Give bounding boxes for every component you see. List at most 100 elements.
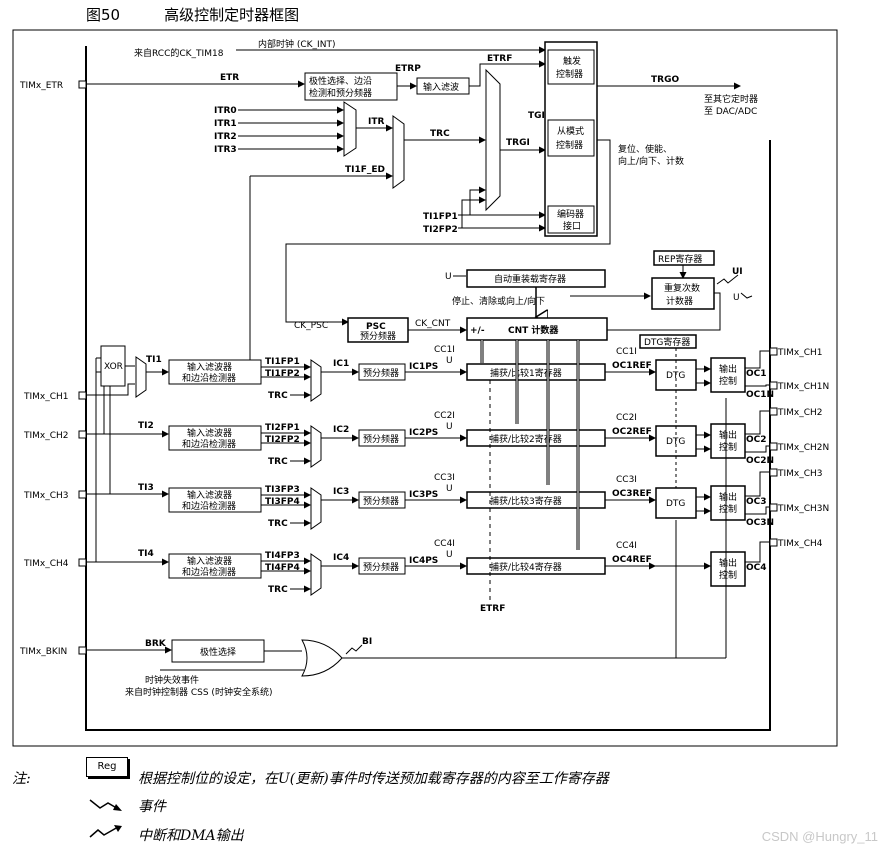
brk-label: BRK xyxy=(145,639,167,649)
stop-clear-label: 停止、清除或向上/向下 xyxy=(452,295,545,307)
icps-label-2: IC2PS xyxy=(409,428,438,438)
out-ch2-pin[interactable] xyxy=(769,407,778,416)
ti4-label: TI4 xyxy=(138,549,154,559)
trc-3: TRC xyxy=(268,519,288,529)
ic-mux-1 xyxy=(310,359,322,402)
xor-gate xyxy=(100,345,126,387)
etrf-label: ETRF xyxy=(487,54,512,64)
to-timers-l1: 至其它定时器 xyxy=(704,93,758,105)
ch1-pin-label: TIMx_CH1 xyxy=(23,392,69,402)
out-ch2n-pin[interactable] xyxy=(769,442,778,451)
ccxi-in-2: CC2I xyxy=(434,411,455,421)
bkin-pin-label: TIMx_BKIN xyxy=(19,647,67,657)
input-filter-edge-1 xyxy=(168,359,262,385)
ch3-pin-label: TIMx_CH3 xyxy=(23,491,69,501)
trc-2: TRC xyxy=(268,457,288,467)
ccxi-out-1: CC1I xyxy=(616,347,637,357)
prescaler-label-1: 预分频器 xyxy=(363,367,399,379)
tgi-label: TGI xyxy=(528,111,545,121)
itr3: ITR3 xyxy=(214,145,237,155)
dtg-register-label: DTG寄存器 xyxy=(644,336,690,348)
timer-block-diagram: TIMx_ETR ETR 来自RCC的CK_TIM18 内部时钟 (CK_INT… xyxy=(12,29,838,747)
tifp-b-4: TI4FP4 xyxy=(265,563,300,573)
out-ch2n-label: TIMx_CH2N xyxy=(777,443,829,453)
auto-reload-label: 自动重装载寄存器 xyxy=(494,273,566,285)
repetition-counter-l2: 计数器 xyxy=(666,295,693,307)
polarity-edge-line2: 检测和预分频器 xyxy=(309,87,372,99)
to-timers-l2: 至 DAC/ADC xyxy=(704,106,757,117)
xor-label: XOR xyxy=(104,362,123,372)
capture-compare-label-3: 捕获/比较3寄存器 xyxy=(490,495,562,507)
tifp-a-4: TI4FP3 xyxy=(265,551,300,561)
input-filter-edge-1-l1: 输入滤波器 xyxy=(187,361,232,373)
ch1-pin[interactable] xyxy=(78,391,87,400)
output-control-3-l2: 控制 xyxy=(719,503,737,515)
trigger-controller-l2: 控制器 xyxy=(556,68,583,80)
oc-label-4: OC4 xyxy=(746,563,767,573)
polarity-select-label: 极性选择 xyxy=(200,646,236,658)
bkin-pin[interactable] xyxy=(78,646,87,655)
etr-pin[interactable] xyxy=(78,80,87,89)
ccxi-in-4: CC4I xyxy=(434,539,455,549)
out-ch3-pin[interactable] xyxy=(769,468,778,477)
clock-fail-l2: 来自时钟控制器 CSS (时钟安全系统) xyxy=(125,686,272,698)
input-filter-edge-3 xyxy=(168,487,262,513)
output-control-4 xyxy=(710,551,746,587)
reg-note-text: 根据控制位的设定，在U(更新)事件时传送预加载寄存器的内容至工作寄存器 xyxy=(138,771,609,787)
oc-label-3: OC3 xyxy=(746,497,767,507)
ic-label-3: IC3 xyxy=(333,487,349,497)
output-control-1 xyxy=(710,357,746,393)
watermark: CSDN @Hungry_11 xyxy=(761,829,878,844)
encoder-interface xyxy=(547,205,595,234)
capture-compare-label-1: 捕获/比较1寄存器 xyxy=(490,367,562,379)
etr-pin-label: TIMx_ETR xyxy=(19,81,63,91)
ch3-pin[interactable] xyxy=(78,490,87,499)
itr0: ITR0 xyxy=(214,106,237,116)
trigger-controller xyxy=(547,49,595,85)
polarity-edge-line1: 极性选择、边沿 xyxy=(309,75,372,87)
ch4-pin[interactable] xyxy=(78,558,87,567)
ti1fp1-label: TI1FP1 xyxy=(423,212,458,222)
icps-label-4: IC4PS xyxy=(409,556,438,566)
tifp-b-3: TI3FP4 xyxy=(265,497,300,507)
clock-fail-l1: 时钟失效事件 xyxy=(145,674,199,686)
ocref-label-1: OC1REF xyxy=(612,361,652,371)
ocn-label-3: OC3N xyxy=(746,518,774,528)
output-control-2-l2: 控制 xyxy=(719,441,737,453)
out-ch1n-pin[interactable] xyxy=(769,381,778,390)
dtg-label-1: DTG xyxy=(666,371,685,381)
ccxi-out-3: CC3I xyxy=(616,475,637,485)
ic-label-4: IC4 xyxy=(333,553,349,563)
ocn-label-2: OC2N xyxy=(746,456,774,466)
ch2-pin[interactable] xyxy=(78,430,87,439)
bi-label: BI xyxy=(362,637,372,647)
out-ch4-pin[interactable] xyxy=(769,538,778,547)
itr-mux xyxy=(343,101,357,157)
out-ch3-label: TIMx_CH3 xyxy=(777,469,823,479)
ti1f-ed-label: TI1F_ED xyxy=(345,165,385,175)
output-control-4-l2: 控制 xyxy=(719,569,737,581)
out-ch3n-pin[interactable] xyxy=(769,503,778,512)
trc-4: TRC xyxy=(268,585,288,595)
irq-note-text: 中断和DMA输出 xyxy=(138,828,244,844)
figure-caption: 高级控制定时器框图 xyxy=(164,6,300,24)
ti2fp2-label: TI2FP2 xyxy=(423,225,458,235)
u-label-rep: U xyxy=(733,293,740,303)
note-label: 注: xyxy=(12,771,31,787)
u-label-arr: U xyxy=(445,272,452,282)
output-control-1-l2: 控制 xyxy=(719,375,737,387)
internal-clock: 内部时钟 (CK_INT) xyxy=(258,38,335,50)
input-filter-edge-3-l2: 和边沿检测器 xyxy=(182,500,236,512)
prescaler-label-2: 预分频器 xyxy=(363,433,399,445)
output-control-4-l1: 输出 xyxy=(719,557,737,569)
dtg-label-2: DTG xyxy=(666,437,685,447)
prescaler-label-4: 预分频器 xyxy=(363,561,399,573)
ccxi-in-3: CC3I xyxy=(434,473,455,483)
itr-label: ITR xyxy=(368,117,384,127)
ic-mux-2 xyxy=(310,425,322,468)
ocref-label-2: OC2REF xyxy=(612,427,652,437)
input-filter-label: 输入滤波 xyxy=(423,81,459,93)
out-ch3n-label: TIMx_CH3N xyxy=(777,504,829,514)
out-ch1-pin[interactable] xyxy=(769,347,778,356)
